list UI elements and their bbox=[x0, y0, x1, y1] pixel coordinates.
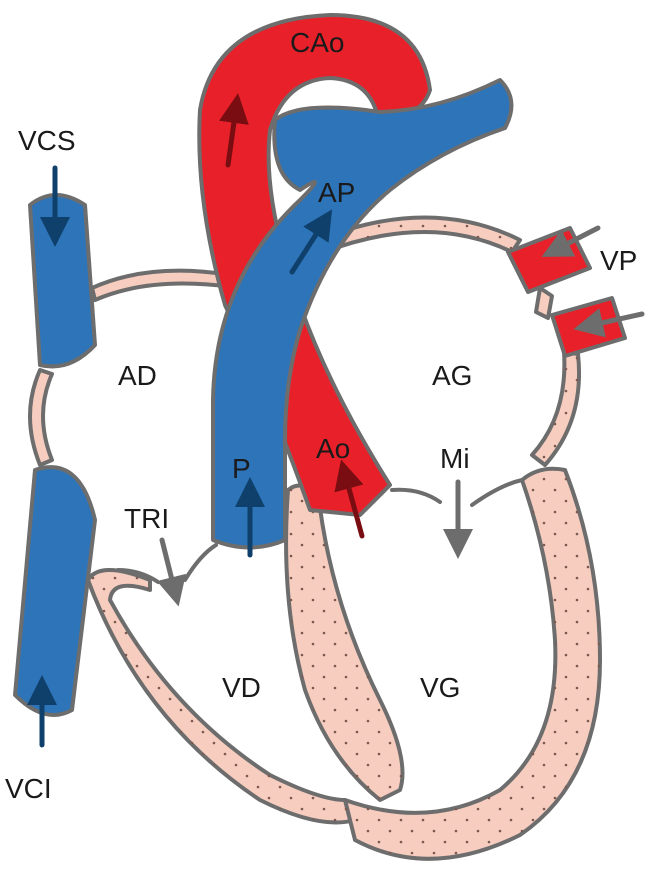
left-ventricle-wall-dots bbox=[345, 468, 600, 859]
ventricle-walls bbox=[86, 217, 602, 861]
right-atrium-top-wall bbox=[90, 268, 234, 302]
right-atrium-side-wall bbox=[28, 368, 54, 467]
label-p: P bbox=[232, 453, 251, 484]
labels: CAo AP VCS VP AD AG P Ao Mi TRI VD VG VC… bbox=[5, 27, 637, 804]
vena-cavae bbox=[13, 193, 97, 717]
inferior-vena-cava bbox=[13, 465, 97, 717]
label-tri: TRI bbox=[124, 503, 169, 534]
tricuspid-leaflet-left bbox=[116, 568, 160, 584]
left-atrium-right-wall bbox=[534, 286, 554, 320]
label-vci: VCI bbox=[5, 773, 52, 804]
label-vg: VG bbox=[420, 672, 460, 703]
label-cao: CAo bbox=[290, 27, 344, 58]
mitral-leaflet-left bbox=[390, 487, 442, 504]
cao-flow-arrow bbox=[219, 93, 249, 168]
label-vd: VD bbox=[222, 672, 261, 703]
label-mi: Mi bbox=[440, 443, 470, 474]
ap-flow-arrow bbox=[289, 209, 333, 275]
flow-arrows bbox=[27, 93, 645, 748]
label-vp: VP bbox=[600, 245, 637, 276]
tri-flow-arrow bbox=[156, 537, 186, 607]
ao-flow-arrow bbox=[334, 459, 365, 539]
label-ag: AG bbox=[432, 360, 472, 391]
label-ao: Ao bbox=[316, 433, 350, 464]
vp-lower-flow-arrow bbox=[573, 308, 645, 338]
label-vcs: VCS bbox=[18, 125, 76, 156]
vp-upper-flow-arrow bbox=[541, 225, 601, 257]
septum-dots bbox=[286, 485, 403, 800]
mitral-leaflet-right bbox=[470, 478, 524, 507]
label-ap: AP bbox=[318, 177, 355, 208]
label-ad: AD bbox=[118, 360, 157, 391]
aorta bbox=[197, 13, 432, 517]
valve-leaflets bbox=[116, 478, 524, 584]
tricuspid-leaflet-right bbox=[183, 543, 218, 582]
superior-vena-cava bbox=[28, 193, 97, 369]
aortic-arch bbox=[197, 13, 432, 517]
left-atrium-lower-wall-dots bbox=[532, 352, 580, 465]
left-atrium-wall-dots bbox=[318, 217, 520, 252]
